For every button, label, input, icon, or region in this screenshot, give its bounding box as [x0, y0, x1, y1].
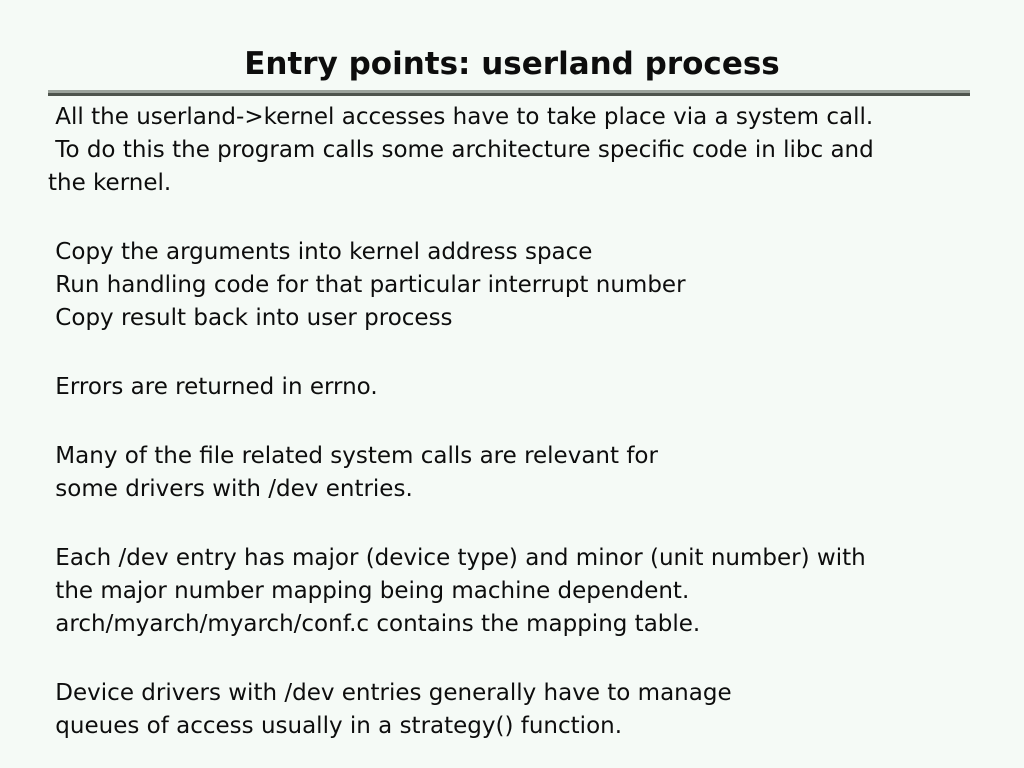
paragraph-syscall: All the userland->kernel accesses have t…: [48, 101, 1004, 200]
text-line: Each /dev entry has major (device type) …: [48, 545, 866, 571]
paragraph-errno: Errors are returned in errno.: [48, 371, 1004, 404]
slide-title: Entry points: userland process: [244, 46, 780, 82]
title-underline: [48, 90, 970, 96]
text-line: All the userland->kernel accesses have t…: [48, 104, 874, 130]
text-line: Many of the file related system calls ar…: [48, 443, 658, 469]
paragraph-steps: Copy the arguments into kernel address s…: [48, 236, 1004, 335]
text-line: arch/myarch/myarch/conf.c contains the m…: [48, 611, 701, 637]
text-line: Run handling code for that particular in…: [48, 272, 686, 298]
text-line: queues of access usually in a strategy()…: [48, 713, 623, 739]
slide-body: All the userland->kernel accesses have t…: [0, 96, 1024, 743]
paragraph-strategy: Device drivers with /dev entries general…: [48, 677, 1004, 743]
text-line: To do this the program calls some archit…: [48, 137, 874, 163]
text-line: some drivers with /dev entries.: [48, 476, 413, 502]
text-line: the kernel.: [48, 170, 172, 196]
text-line: Copy the arguments into kernel address s…: [48, 239, 593, 265]
text-line: Device drivers with /dev entries general…: [48, 680, 732, 706]
text-line: Errors are returned in errno.: [48, 374, 378, 400]
text-line: Copy result back into user process: [48, 305, 453, 331]
paragraph-file-syscalls: Many of the file related system calls ar…: [48, 440, 1004, 506]
text-line: the major number mapping being machine d…: [48, 578, 690, 604]
paragraph-dev-entries: Each /dev entry has major (device type) …: [48, 542, 1004, 641]
